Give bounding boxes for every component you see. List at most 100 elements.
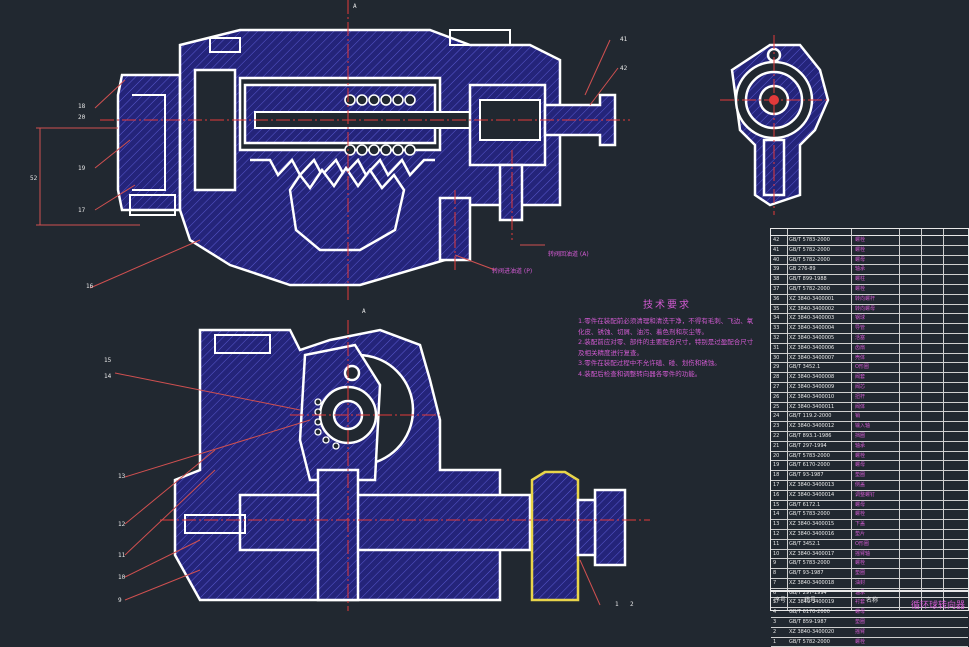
bom-cell-no: 42	[773, 237, 780, 243]
bom-cell-name: 转向螺母	[855, 305, 876, 312]
bom-cell-no: 2	[773, 628, 777, 635]
bom-cell-name: 阀套	[855, 374, 866, 381]
bom-cell-no: 17	[773, 481, 780, 488]
bom-cell-code: XZ 3840-3400004	[789, 325, 835, 332]
bom-row: 2 XZ 3840-3400020 摇臂	[771, 628, 968, 638]
title-cell-code: 代号	[804, 597, 817, 604]
bom-cell-name: 摇臂	[855, 628, 866, 635]
bom-cell-name: 输入轴	[855, 423, 871, 430]
tech-note-4: 4.装配后检查和调整转向器各零件的功能。	[578, 369, 702, 378]
bom-cell-no: 35	[773, 305, 780, 312]
bom-cell-code: XZ 3840-3400020	[789, 628, 835, 635]
sector-gear	[288, 165, 406, 252]
bom-cell-name: 衬套	[855, 599, 866, 606]
bom-cell-name: 摇臂轴	[855, 550, 871, 557]
bom-cell-code: GB/T 6170-2000	[789, 462, 830, 469]
label-19: 19	[78, 165, 86, 172]
bom-cell-name: 齿扇	[855, 344, 866, 351]
bom-cell-code: GB/T 859-1987	[789, 619, 827, 626]
label-1: 1	[615, 601, 619, 608]
bom-cell-name: 钢球	[855, 315, 866, 322]
bom-cell-code: XZ 3840-3400013	[789, 481, 835, 488]
bom-cell-name: 油封	[855, 579, 866, 586]
bom-cell-no: 41	[773, 246, 780, 253]
end-view-center-lines	[720, 35, 830, 215]
bom-cell-no: 11	[773, 540, 780, 547]
bom-cell-no: 39	[773, 266, 780, 273]
bom-cell-name: 螺柱	[855, 276, 866, 283]
bom-cell-no: 36	[773, 295, 780, 302]
bom-cell-name: 螺栓	[855, 246, 866, 253]
pitman-arm	[530, 470, 580, 602]
bom-cell-no: 15	[773, 501, 780, 508]
bom-cell-code: GB/T 93-1987	[789, 472, 824, 479]
bom-cell-no: 13	[773, 521, 780, 528]
bom-cell-code: GB/T 5783-2000	[789, 560, 830, 567]
bom-cell-no: 9	[773, 560, 777, 567]
bom-cell-no: 21	[773, 442, 780, 449]
bom-cell-code: XZ 3840-3400019	[789, 599, 835, 606]
bom-cell-code: XZ 3840-3400016	[789, 530, 835, 537]
bom-cell-no: 20	[773, 452, 780, 459]
bom-cell-name: 调整螺钉	[855, 491, 876, 498]
bom-cell-name: 螺栓	[855, 285, 866, 292]
bom-cell-code: GB/T 5783-2000	[789, 452, 830, 459]
label-12: 12	[118, 521, 126, 528]
bom-cell-name: 阀芯	[855, 383, 866, 390]
bom-cell-no: 24	[773, 413, 780, 420]
bom-cell-name: 轴承	[855, 589, 866, 596]
label-16: 16	[86, 283, 94, 290]
bom-cell-no: 6	[773, 589, 777, 596]
bom-cell-no: 10	[773, 550, 780, 557]
title-block: 序号 代号 名称 循环球转向器	[770, 590, 969, 613]
pitman-shaft	[238, 493, 532, 552]
label-9: 9	[118, 597, 122, 604]
bom-cell-code: GB/T 899-1988	[789, 276, 827, 283]
bom-cell-name: 下盖	[855, 521, 866, 528]
technical-requirements: 技术要求 1.零件在装配前必须清理和清洗干净，不得有毛刺、飞边、氧化皮、锈蚀、切…	[578, 296, 756, 379]
bom-row: 5 XZ 3840-3400019 衬套	[771, 598, 968, 609]
cad-drawing: 18 20 19 17 16 15 14 13 12 11 10 9 41 42…	[30, 0, 830, 611]
bom-cell-name: 螺栓	[855, 511, 866, 518]
bom-cell-name: 销	[855, 413, 861, 420]
bom-cell-no: 1	[773, 638, 777, 645]
bom-cell-no: 22	[773, 432, 780, 439]
bom-cell-no: 34	[773, 315, 780, 322]
bom-cell-no: 27	[773, 383, 780, 390]
bom-cell-name: 转向螺杆	[855, 295, 876, 302]
tech-note-2: 2.装配前应对零、部件的主要配合尺寸，特别是过盈配合尺寸及相关精度进行复查。	[578, 338, 754, 357]
bom-cell-name: 垫圈	[855, 619, 866, 626]
bom-cell-code: GB/T 5783-2000	[789, 511, 830, 518]
bom-cell-code: XZ 3840-3400001	[789, 295, 835, 302]
bom-cell-code: GB 276-89	[789, 266, 816, 273]
label-15: 15	[104, 357, 112, 364]
bom-cell-code: GB/T 5782-2000	[789, 285, 830, 292]
bom-cell-no: 26	[773, 393, 780, 400]
label-11: 11	[118, 552, 126, 559]
bom-cell-no: 5	[773, 599, 777, 606]
bom-cell-name: 导管	[855, 325, 866, 332]
label-42: 42	[620, 65, 628, 72]
ball-circuit	[344, 94, 416, 156]
bom-cell-name: 螺母	[855, 501, 866, 508]
bom-cell-code: XZ 3840-3400006	[789, 344, 835, 351]
label-13: 13	[118, 473, 126, 480]
